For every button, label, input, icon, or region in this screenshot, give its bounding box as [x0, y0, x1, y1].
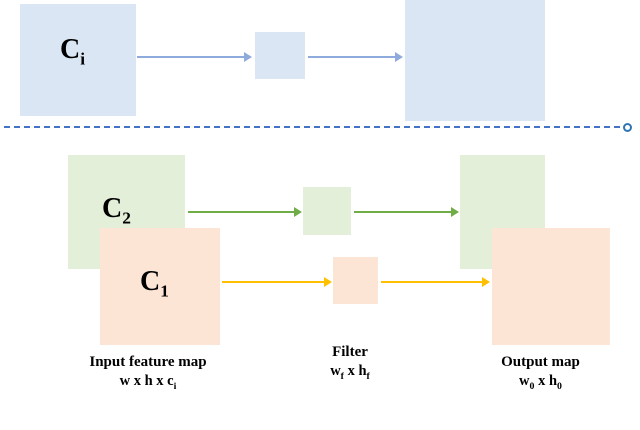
filter-caption-title: Filter: [332, 344, 368, 360]
filter-dims-w-sub: f: [340, 371, 344, 383]
green-arrow-input-to-filter: [188, 207, 302, 217]
filter-caption-dims: wf x hf: [295, 362, 405, 382]
filter-dims-h-sub: f: [366, 371, 370, 383]
section-divider-dashed-line: [4, 126, 620, 128]
input-caption-dims: w x h x ci: [58, 372, 238, 392]
top-arrow-input-to-filter: [137, 52, 252, 62]
top-input-label-sub: i: [80, 49, 86, 69]
input-dims-sub: i: [173, 381, 177, 393]
top-input-feature-map-box: Ci: [20, 4, 136, 116]
input-dims-text: w x h x c: [119, 373, 174, 390]
output-dims-h-sub: 0: [557, 381, 562, 393]
top-input-label: Ci: [60, 34, 85, 68]
filter-dims-h: h: [358, 363, 367, 380]
c1-label: C1: [140, 266, 169, 300]
c2-label-base: C: [102, 193, 123, 224]
filter-dims-x: x: [343, 363, 359, 380]
c2-label: C2: [102, 193, 131, 227]
yellow-arrow-input-to-filter: [222, 277, 332, 287]
output-dims-w: w: [519, 373, 530, 390]
input-caption: Input feature map w x h x ci: [58, 352, 238, 392]
divider-end-circle-icon: [623, 123, 632, 132]
output-dims-h: h: [548, 373, 558, 390]
top-filter-box: [255, 32, 305, 79]
c2-label-sub: 2: [122, 208, 131, 228]
green-filter-box: [303, 187, 351, 235]
orange-filter-box: [333, 257, 378, 304]
output-dims-w-sub: 0: [529, 381, 535, 393]
output-caption-dims: w0 x h0: [468, 372, 613, 392]
filter-caption: Filter wf x hf: [295, 342, 405, 382]
c1-input-feature-map-box: C1: [100, 228, 220, 345]
input-caption-title: Input feature map: [89, 354, 207, 370]
output-dims-x: x: [534, 373, 549, 390]
yellow-arrow-filter-to-output: [381, 277, 490, 287]
output-caption: Output map w0 x h0: [468, 352, 613, 392]
c1-label-sub: 1: [160, 281, 169, 301]
top-input-label-base: C: [60, 34, 81, 65]
output-caption-title: Output map: [501, 354, 580, 370]
filter-dims-w: w: [330, 363, 341, 380]
top-arrow-filter-to-output: [308, 52, 403, 62]
green-arrow-filter-to-output: [354, 207, 459, 217]
c1-label-base: C: [140, 266, 161, 297]
top-output-map-box: [405, 0, 545, 121]
orange-output-map-box: [492, 228, 610, 345]
